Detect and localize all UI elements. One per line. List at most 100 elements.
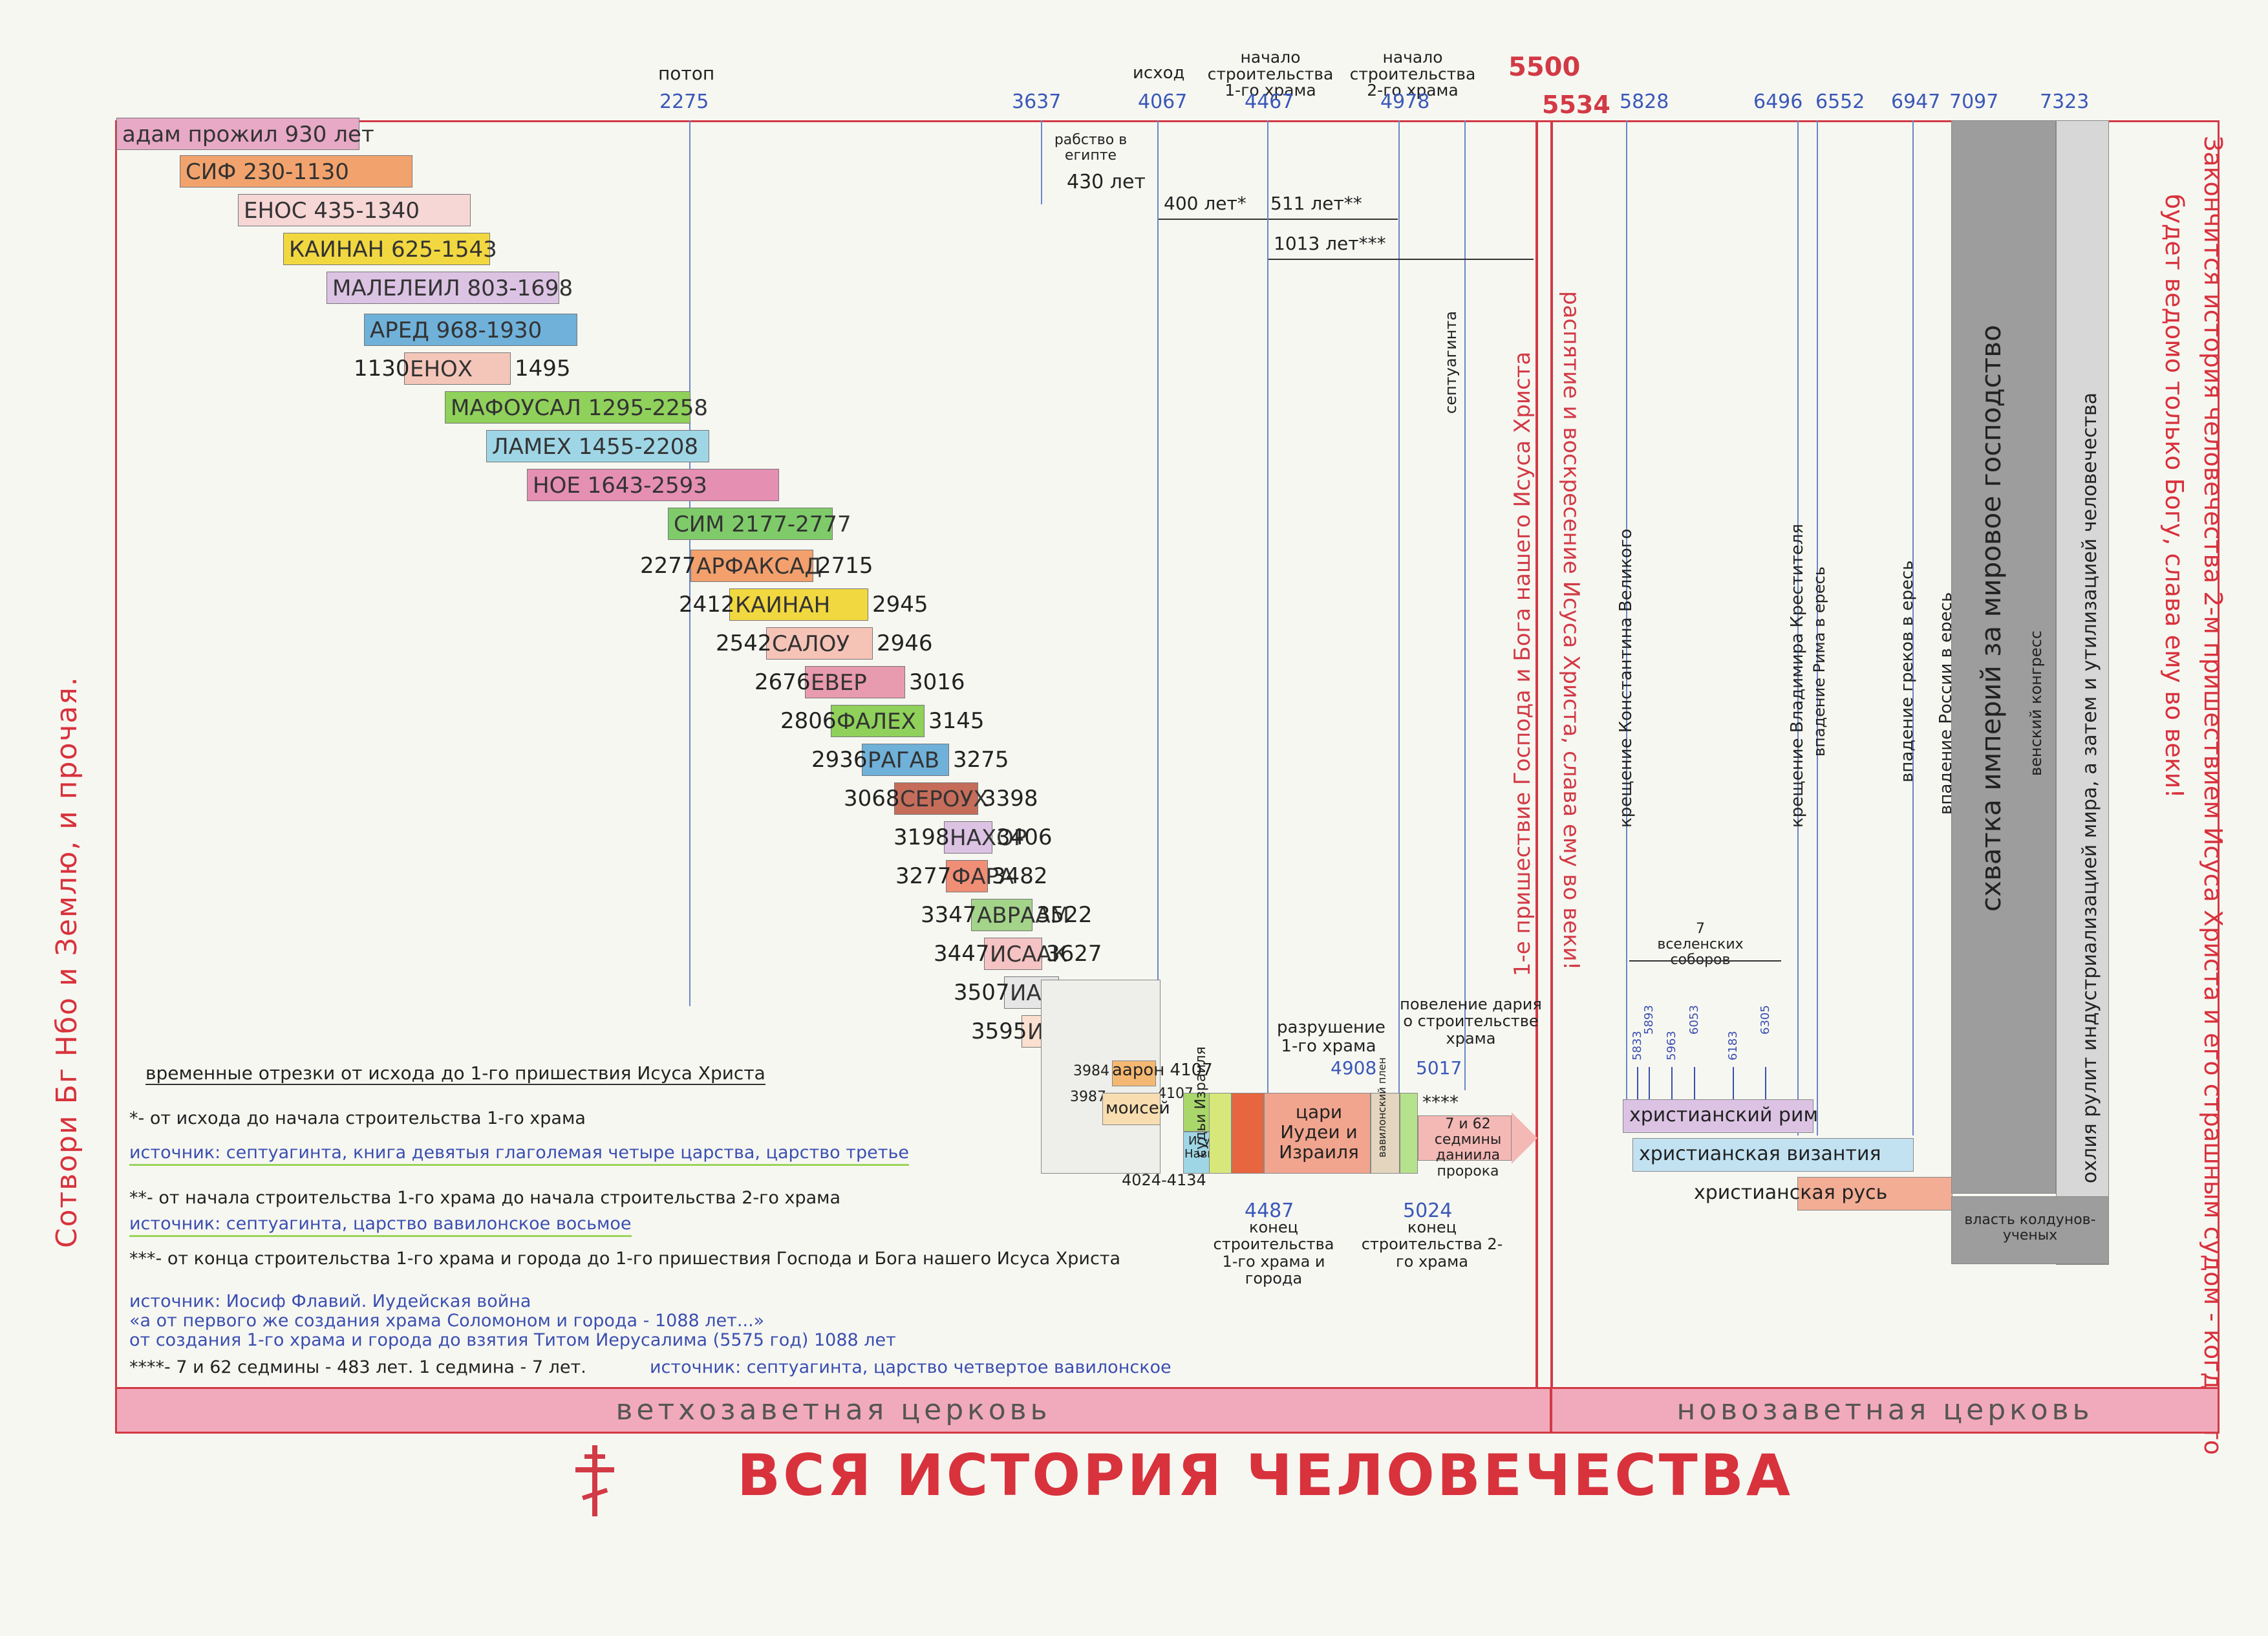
ohlia-label: охлия рулит индустриализацией мира, а за… xyxy=(2079,393,2101,1183)
sobory-brace xyxy=(1629,960,1781,962)
povelenie-label: повеление дария о строительстве храма xyxy=(1400,996,1542,1047)
line-5500 xyxy=(1535,120,1538,1388)
year-4487: 4487 xyxy=(1245,1200,1294,1222)
patriarch-start-year: 3198 xyxy=(893,824,950,850)
patriarch-start-year: 2806 xyxy=(780,708,837,734)
patriarch-bar: адам прожил 930 лет xyxy=(116,118,374,150)
sedmini-arrow-head xyxy=(1512,1112,1537,1164)
year-6947: 6947 xyxy=(1891,91,1941,113)
orthodox-cross-icon xyxy=(575,1445,614,1516)
moisei-box xyxy=(1102,1093,1161,1125)
note-3-source-1: источник: Иосиф Флавий. Иудейская война xyxy=(129,1291,531,1311)
sobor-year: 6053 xyxy=(1687,1005,1701,1035)
header-5500: 5500 xyxy=(1508,52,1581,82)
green-strip xyxy=(1400,1093,1418,1174)
sobor-year: 5963 xyxy=(1665,1031,1678,1060)
imperii-region xyxy=(1951,120,2056,1194)
span-511: 511 лет** xyxy=(1270,193,1362,214)
aaron-label: аарон 4107 xyxy=(1112,1060,1213,1080)
year-5024: 5024 xyxy=(1403,1200,1453,1222)
note-1: *- от исхода до начала строительства 1-г… xyxy=(129,1108,586,1128)
egypt-years: 430 лет xyxy=(1067,171,1146,193)
line-4978 xyxy=(1398,120,1400,1110)
year-6496: 6496 xyxy=(1753,91,1803,113)
span-400: 400 лет* xyxy=(1164,193,1246,214)
patriarch-bar: ИСААК xyxy=(984,938,1067,970)
side-right-text-2: будет ведомо только Богу, слава ему во в… xyxy=(2160,194,2188,799)
patriarch-end-year: 3275 xyxy=(953,747,1009,773)
cari-label: цари Иудеи и Израиля xyxy=(1270,1101,1367,1163)
patriarch-end-year: 3145 xyxy=(928,708,985,734)
patriarch-bar: ФАЛЕХ xyxy=(831,705,925,737)
header-nachalo2-text: начало строительства 2-го храма xyxy=(1349,48,1476,100)
year-3637: 3637 xyxy=(1012,91,1062,113)
line-2275 xyxy=(689,120,690,1006)
patriarch-bar: ЕНОХ xyxy=(404,352,511,385)
vlast-box xyxy=(1951,1196,2109,1264)
year-2275: 2275 xyxy=(659,91,709,113)
note-3: ***- от конца строительства 1-го храма и… xyxy=(129,1249,1121,1269)
patriarch-end-year: 3482 xyxy=(992,863,1048,889)
patriarch-start-year: 3347 xyxy=(921,902,977,928)
cari-label-text: цари Иудеи и Израиля xyxy=(1279,1101,1359,1163)
cari-box xyxy=(1264,1093,1371,1174)
moses-3987: 3987 xyxy=(1070,1089,1106,1105)
note-4: ****- 7 и 62 седмины - 483 лет. 1 седмин… xyxy=(129,1357,586,1377)
note-4-source: источник: септуагинта, царство четвертое… xyxy=(650,1357,1171,1377)
sobor-tick xyxy=(1733,1067,1734,1099)
patriarch-end-year: 3627 xyxy=(1046,941,1102,967)
patriarch-end-year: 3398 xyxy=(982,786,1038,812)
red-strip xyxy=(1232,1093,1264,1174)
line-6552 xyxy=(1817,120,1818,1136)
note-2-source: источник: септуагинта, царство вавилонск… xyxy=(129,1214,632,1237)
year-5534: 5534 xyxy=(1542,91,1610,119)
patriarch-end-year: 1495 xyxy=(515,356,571,382)
patriarch-start-year: 2936 xyxy=(811,747,868,773)
patriarch-bar: ФАРА xyxy=(946,860,1014,892)
sedmini-label-text: 7 и 62 седмины даниила пророка xyxy=(1434,1116,1502,1179)
year-5828: 5828 xyxy=(1620,91,1669,113)
konec2-label-text: конец строительства 2-го храма xyxy=(1361,1218,1503,1271)
line-5828 xyxy=(1626,120,1627,1123)
patriarch-end-year: 2715 xyxy=(817,553,873,579)
stars4-label: **** xyxy=(1422,1092,1459,1113)
egypt-label-text: рабство в египте xyxy=(1054,132,1128,164)
ohlia-region xyxy=(2056,120,2109,1265)
patriarch-bar: ЛАМЕХ 1455-2208 xyxy=(486,430,709,462)
christian-rim-bar xyxy=(1623,1099,1813,1133)
sobor-tick xyxy=(1671,1067,1673,1099)
patriarch-bar: ЕВЕР xyxy=(805,666,905,698)
header-nachalo2: начало строительства 2-го храма xyxy=(1348,49,1477,99)
note-3-source-3: от создания 1-го храма и города до взяти… xyxy=(129,1330,896,1350)
christian-vizantia-bar xyxy=(1632,1138,1914,1172)
christian-rus-label: христианская русь xyxy=(1694,1181,1888,1204)
patriarch-bar: МАФОУСАЛ 1295-2258 xyxy=(445,391,708,424)
span-1013: 1013 лет*** xyxy=(1274,233,1386,254)
side-left-text: Сотвори Бг Нбо и Землю, и прочая. xyxy=(50,676,83,1248)
aaron-box xyxy=(1112,1060,1156,1086)
sudi-label: судьи Израиля xyxy=(1193,1046,1209,1157)
patriarch-start-year: 2277 xyxy=(640,553,696,579)
captivity-box xyxy=(1371,1093,1400,1174)
vladimir-label: крещение Владимира Крестителя xyxy=(1788,523,1807,828)
span-400-line xyxy=(1159,219,1267,220)
patriarch-bar: АВРААМ xyxy=(971,899,1069,931)
sobory-label-text: 7 вселенских соборов xyxy=(1657,921,1744,969)
patriarch-start-year: 3595 xyxy=(971,1018,1027,1044)
patriarch-bar: АРЕД 968-1930 xyxy=(364,314,577,346)
egypt-label: рабство в египте xyxy=(1042,132,1139,164)
span-1013-line xyxy=(1268,259,1534,260)
konec1-label-text: конец строительства 1-го храма и города xyxy=(1213,1218,1334,1288)
patriarch-start-year: 3447 xyxy=(934,941,990,967)
year-5017: 5017 xyxy=(1416,1057,1462,1079)
year-6552: 6552 xyxy=(1815,91,1865,113)
year-4908: 4908 xyxy=(1331,1057,1377,1079)
patriarch-bar: СИФ 230-1130 xyxy=(180,155,412,188)
line-6496 xyxy=(1797,120,1799,1136)
year-4978: 4978 xyxy=(1380,91,1430,113)
sobor-year: 5893 xyxy=(1642,1005,1656,1035)
church-old: ветхозаветная церковь xyxy=(115,1387,1552,1434)
sobory-label: 7 вселенских соборов xyxy=(1652,921,1749,969)
patriarch-bar: СИМ 2177-2777 xyxy=(668,508,851,540)
year-7323: 7323 xyxy=(2040,91,2090,113)
